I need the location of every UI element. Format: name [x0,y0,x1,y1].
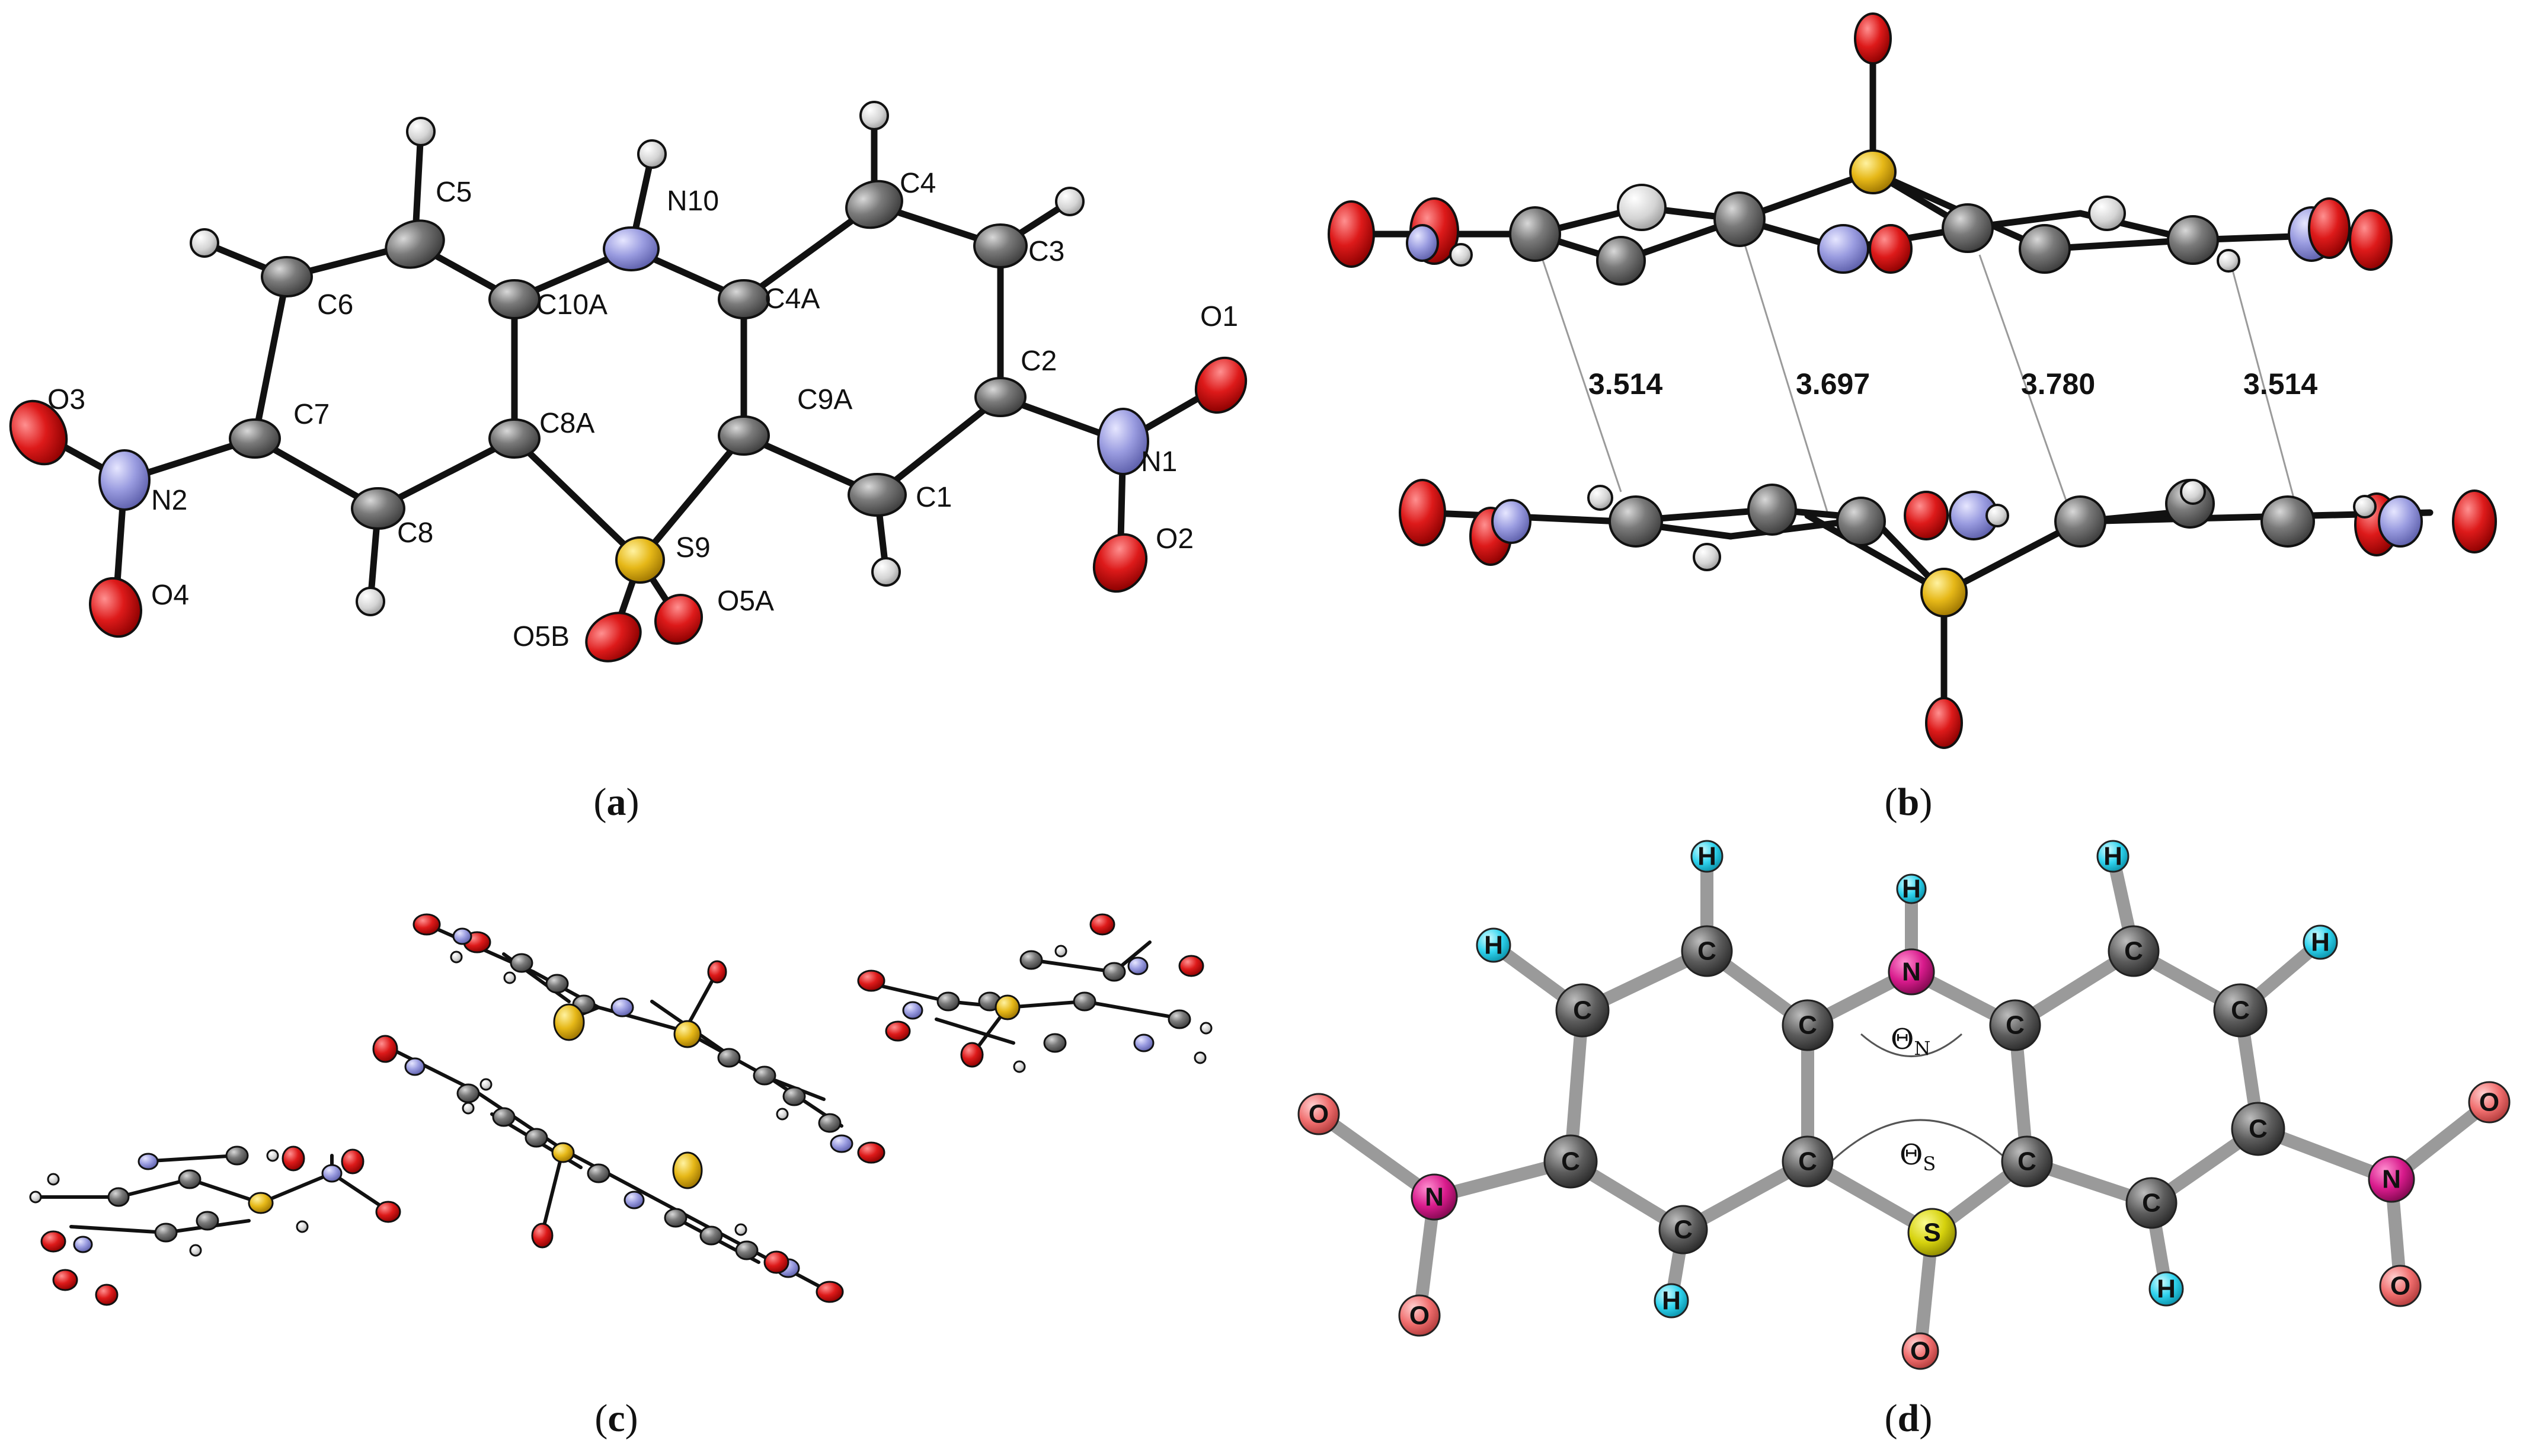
distance-label: 3.697 [1796,367,1870,401]
atom-label: C5 [436,177,472,208]
panel-b-stacking: 3.514 3.697 3.780 3.514 (b) [1328,12,2497,824]
element-label: C [2006,1011,2025,1040]
panel-a-caption: (a) [594,780,640,824]
atom-label: O4 [151,580,189,611]
panel-c-packing: (c) [29,913,1213,1440]
element-label: H [1902,875,1921,904]
atom-label: N1 [1141,446,1177,478]
element-label: S [1923,1218,1940,1247]
panel-c-caption: (c) [594,1397,638,1440]
element-label: C [2231,996,2250,1025]
atom-label: C2 [1021,345,1057,377]
element-label: C [1798,1147,1817,1176]
packing-molecule [372,1035,844,1303]
element-label: O [2390,1272,2410,1301]
theta-n-label: ΘN [1891,1023,1930,1060]
panel-d-caption: (d) [1885,1397,1933,1440]
element-label: N [1425,1183,1444,1212]
distance-label: 3.514 [1588,367,1662,401]
element-label: N [2382,1165,2401,1194]
atom-label: C8 [397,517,433,549]
element-label: C [1573,996,1592,1025]
atom-label: O3 [47,384,85,415]
element-label: C [1674,1215,1693,1244]
packing-molecule [29,1145,401,1306]
atom-label: C4A [765,283,820,315]
atom-label: O1 [1200,301,1238,332]
element-label: O [1409,1301,1430,1330]
element-label: H [1484,931,1503,960]
element-label: O [1309,1100,1329,1129]
panel-d-ball-and-stick: C C C C C C C C C C C C N N N S O O O O … [1297,840,2511,1440]
packing-molecule [857,913,1213,1073]
atom-label: C3 [1028,236,1064,267]
atom-label: C9A [797,384,852,415]
element-label: O [1910,1337,1930,1366]
atom-label: N10 [667,185,719,217]
element-label: H [2311,928,2330,957]
element-label: O [2479,1088,2499,1117]
atom-label: O5B [513,621,570,652]
element-label: C [1697,937,1716,966]
element-label: C [2124,937,2143,966]
element-label: N [1902,958,1921,987]
atom-label: C6 [317,289,353,321]
panel-a-ortep: C5 N10 C4 C6 C3 C10A C4A O1 C2 O3 C7 C8A… [9,101,1248,824]
element-label: H [2157,1275,2176,1304]
element-label: C [2017,1147,2036,1176]
atom-label: C10A [536,289,607,321]
element-label: C [1798,1011,1817,1040]
atom-label: S9 [676,532,711,564]
packing-molecule [413,913,885,1164]
theta-s-label: ΘS [1900,1138,1936,1175]
element-label: C [1561,1147,1580,1176]
atom-label: N2 [151,485,187,516]
element-label: H [2103,842,2122,871]
element-label: C [2142,1189,2161,1218]
atom-label: C4 [900,168,936,199]
theta-n-arc [1860,1033,1962,1057]
atom-label: C1 [916,482,952,513]
atom-label: O5A [717,585,774,617]
element-label: H [1662,1287,1681,1316]
distance-label: 3.780 [2021,367,2095,401]
atom-label: C8A [539,408,594,439]
theta-s-arc [1830,1119,2010,1163]
panel-b-caption: (b) [1885,780,1933,824]
element-label: C [2249,1115,2268,1144]
distance-label: 3.514 [2243,367,2317,401]
element-label: H [1697,842,1716,871]
atom-label: O2 [1156,523,1194,555]
atom-label: C7 [293,399,330,430]
